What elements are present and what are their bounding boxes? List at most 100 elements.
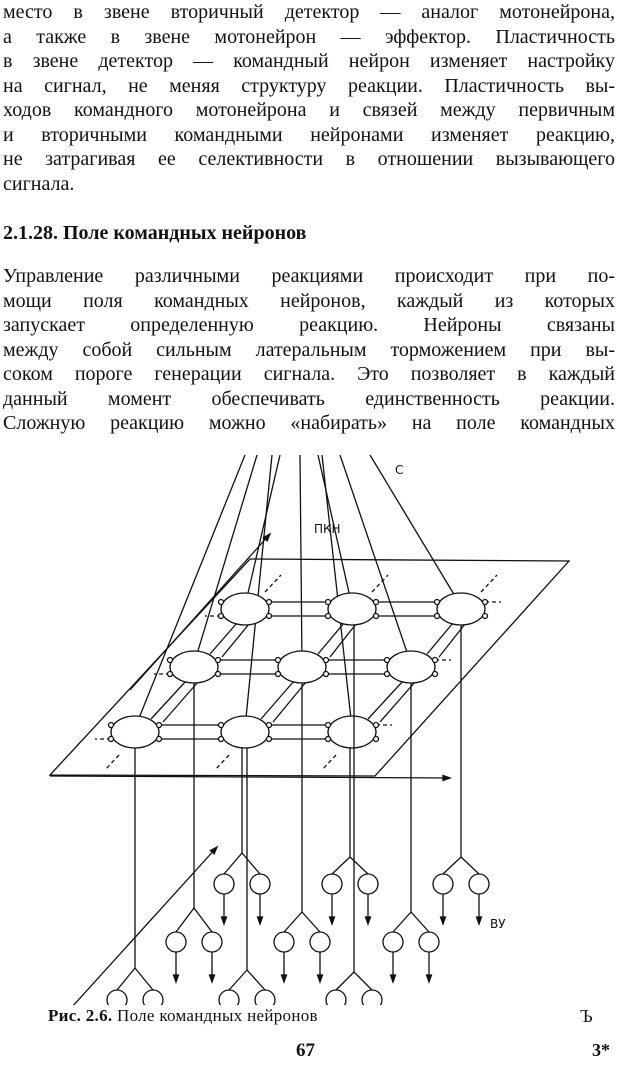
- synapse: [214, 670, 222, 678]
- output-branch: [223, 852, 243, 875]
- output-branch: [410, 911, 430, 933]
- synapse: [431, 670, 439, 678]
- diagonal-connection: [260, 680, 295, 720]
- synapse: [155, 721, 163, 729]
- margin-mark: Ъ: [580, 1006, 593, 1026]
- input-line: [134, 454, 246, 729]
- synapse: [274, 670, 282, 678]
- effector-neuron: [361, 989, 383, 1005]
- input-line: [369, 454, 462, 607]
- input-line: [193, 454, 258, 665]
- effector-neuron: [418, 931, 440, 953]
- output-branch: [392, 911, 412, 933]
- effector-neuron: [218, 989, 240, 1005]
- paragraph-continued: место в звене вторичный детектор — анало…: [3, 0, 615, 196]
- effector-output-arrow-head: [389, 974, 397, 984]
- text-line: ходов командного мотонейрона и связей ме…: [3, 99, 615, 121]
- effector-neuron: [432, 873, 454, 895]
- upper-plane: [48, 558, 571, 777]
- synapse: [166, 656, 174, 664]
- text-line: и вторичными командными нейронами изменя…: [3, 123, 615, 146]
- synapse: [372, 598, 380, 606]
- effector-neuron: [309, 931, 331, 953]
- effector-neuron: [142, 989, 164, 1005]
- effector-neuron: [382, 931, 404, 953]
- label-output-devices: ВУ: [490, 917, 506, 931]
- synapse: [217, 735, 225, 743]
- output-branch: [283, 911, 303, 933]
- output-branch: [246, 969, 266, 991]
- text-line: запускает определенную реакцию. Нейроны …: [3, 314, 615, 336]
- diagonal-connection: [162, 681, 199, 723]
- caption-prefix: Рис. 2.6.: [48, 1006, 113, 1025]
- text-line: место в звене вторичный детектор — анало…: [3, 1, 615, 23]
- synapse: [372, 612, 380, 620]
- upper-plane-axis-arrow: [49, 775, 451, 779]
- text-line: в звене детектор — командный нейрон изме…: [3, 50, 615, 72]
- page-number: 67: [296, 1040, 315, 1061]
- command-neuron: [327, 715, 377, 749]
- synapse: [107, 721, 115, 729]
- diagonal-connection: [367, 680, 404, 720]
- upper-plane-depth-arrow-head: [262, 532, 272, 542]
- input-line: [317, 454, 353, 607]
- effector-neuron: [357, 873, 379, 895]
- synapse: [372, 721, 380, 729]
- diagonal-stub: [321, 754, 337, 771]
- input-line: [244, 454, 273, 729]
- synapse: [383, 656, 391, 664]
- figure-command-neuron-field: С ПКН ВУ: [48, 454, 571, 1005]
- effector-output-arrow-head: [280, 974, 288, 984]
- synapse: [217, 721, 225, 729]
- synapse: [265, 612, 273, 620]
- synapse: [324, 735, 332, 743]
- synapse: [166, 670, 174, 678]
- text-line: мощи поля командных нейронов, каждый из …: [3, 289, 615, 312]
- synapse: [155, 735, 163, 743]
- effector-output-arrow-head: [220, 916, 228, 926]
- output-branch: [193, 907, 213, 933]
- effector-neuron: [201, 931, 223, 953]
- synapse: [481, 612, 489, 620]
- diagonal-connection: [272, 681, 307, 723]
- synapse: [433, 612, 441, 620]
- synapse: [322, 670, 330, 678]
- command-neuron: [277, 650, 327, 684]
- effector-output-arrow-head: [439, 916, 447, 926]
- effector-output-arrow-head: [364, 916, 372, 926]
- effector-neuron: [325, 989, 347, 1005]
- effector-neuron: [249, 873, 271, 895]
- effector-neuron: [106, 989, 128, 1005]
- diagonal-connection: [379, 681, 416, 723]
- effector-neuron: [213, 873, 235, 895]
- output-branch: [331, 856, 351, 875]
- diagonal-stub: [371, 574, 389, 593]
- diagonal-stub: [264, 574, 282, 593]
- synapse: [322, 656, 330, 664]
- synapse: [431, 656, 439, 664]
- input-line: [321, 454, 353, 729]
- diagonal-connection: [221, 623, 250, 658]
- command-neuron: [220, 715, 270, 749]
- output-branch: [116, 967, 136, 991]
- output-branch: [134, 967, 154, 991]
- upper-plane-axis-arrow-head: [442, 774, 452, 782]
- synapse: [481, 598, 489, 606]
- command-neuron: [327, 592, 377, 626]
- command-neuron: [110, 715, 160, 749]
- output-branch: [301, 911, 321, 933]
- lower-plane: [72, 846, 218, 1005]
- text-line: между собой сильным латеральным торможен…: [3, 338, 615, 361]
- command-neuron: [169, 650, 219, 684]
- synapse: [324, 612, 332, 620]
- output-branch: [442, 856, 462, 875]
- upper-plane-depth-arrow: [129, 533, 271, 691]
- effector-output-arrow-head: [172, 974, 180, 984]
- text-line: данный момент обеспечивать единственност…: [3, 387, 615, 410]
- command-neuron: [220, 592, 270, 626]
- output-branch: [228, 969, 248, 991]
- text-line: Управление различными реакциями происход…: [3, 265, 615, 287]
- label-command-field: ПКН: [314, 522, 341, 536]
- output-branch: [241, 852, 261, 875]
- paragraph-command-field: Управление различными реакциями происход…: [3, 264, 615, 436]
